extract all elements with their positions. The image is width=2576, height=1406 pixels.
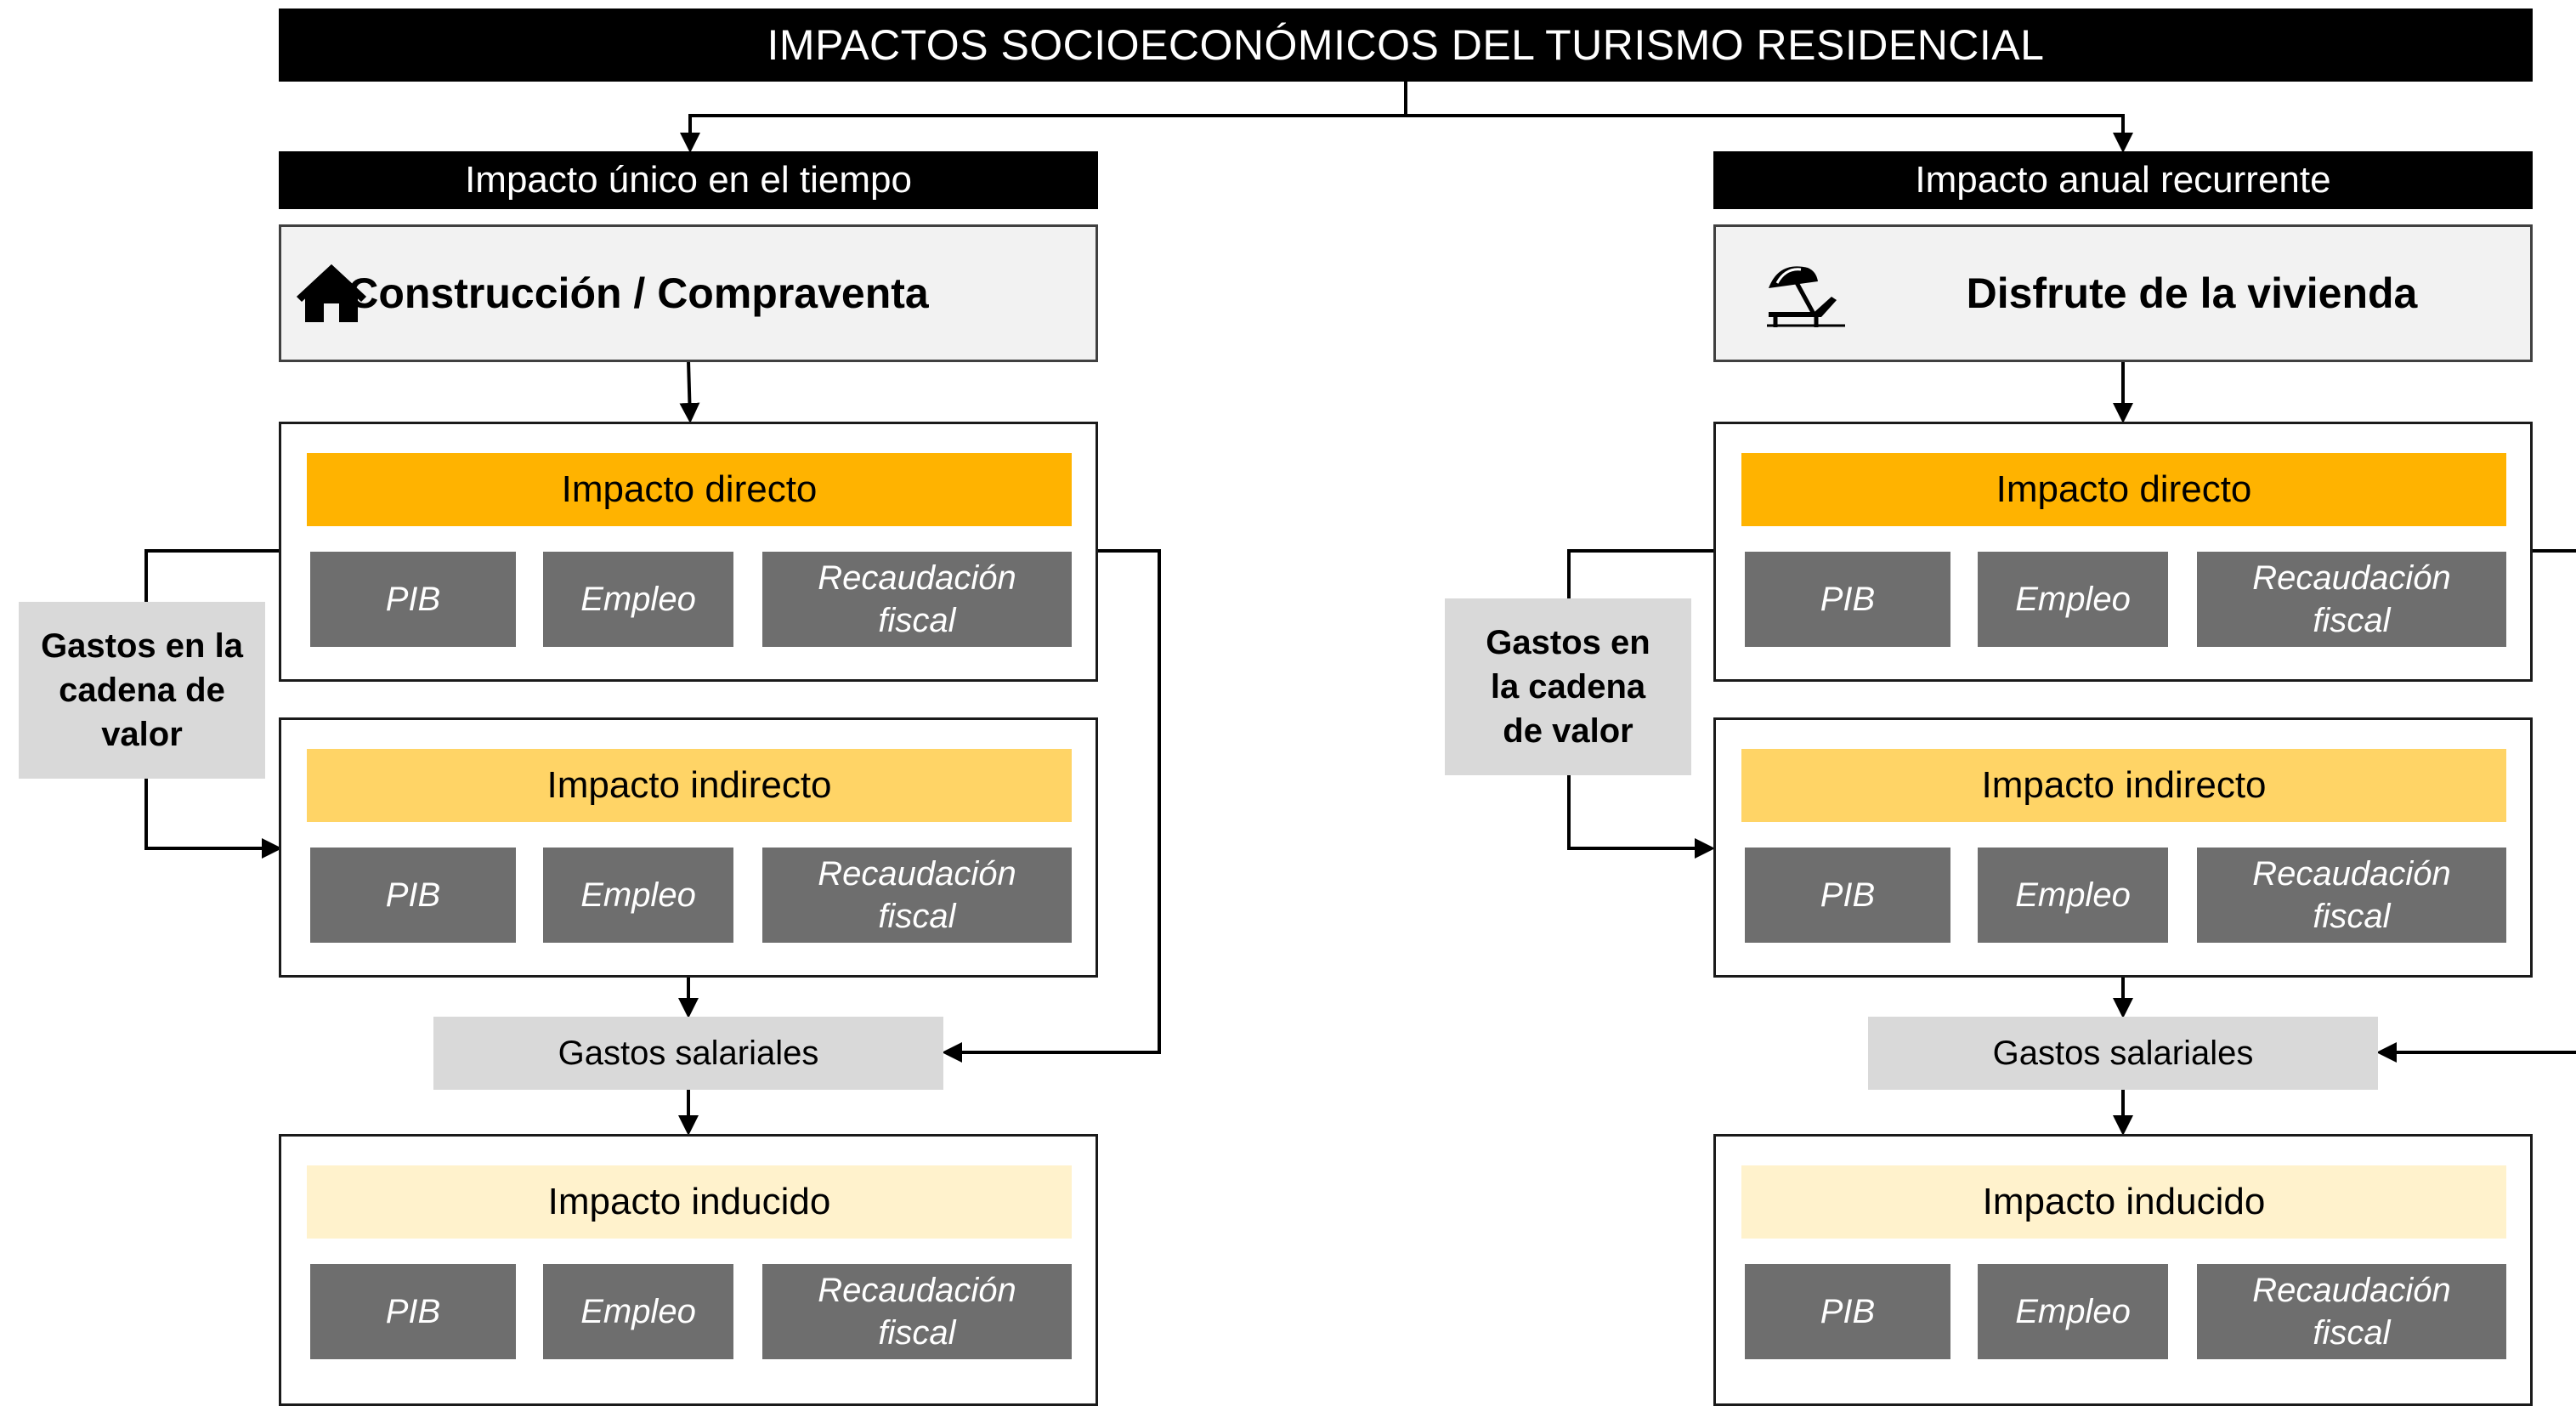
metric-recaudacion-fiscal: Recaudación fiscal	[2197, 552, 2506, 647]
impact-block-indirect-left: Impacto indirecto PIB Empleo Recaudación…	[279, 717, 1098, 978]
loop-direct-to-indirect-left	[144, 549, 284, 602]
arrow-phase-to-direct-left	[679, 360, 700, 423]
phase-box-left: Construcción / Compraventa	[279, 224, 1098, 362]
impact-header-induced-right: Impacto inducido	[1741, 1165, 2506, 1239]
metric-empleo: Empleo	[543, 1264, 733, 1359]
salary-spending-box-right: Gastos salariales	[1868, 1017, 2378, 1090]
diagram-title: IMPACTOS SOCIOECONÓMICOS DEL TURISMO RES…	[279, 9, 2533, 82]
metric-empleo: Empleo	[543, 848, 733, 943]
salary-spending-box-left: Gastos salariales	[433, 1017, 943, 1090]
metric-pib: PIB	[310, 848, 516, 943]
impact-header-indirect-right: Impacto indirecto	[1741, 749, 2506, 822]
column-header-right: Impacto anual recurrente	[1713, 151, 2533, 209]
metric-empleo: Empleo	[1978, 1264, 2168, 1359]
phase-box-right: Disfrute de la vivienda	[1713, 224, 2533, 362]
impact-header-direct-left: Impacto directo	[307, 453, 1072, 526]
loop-direct-to-indirect-right	[1567, 549, 1717, 598]
value-chain-spending-box-right: Gastos en la cadena de valor	[1445, 598, 1691, 775]
metric-pib: PIB	[1745, 552, 1950, 647]
phase-title-left: Construcción / Compraventa	[348, 269, 929, 317]
metric-pib: PIB	[310, 552, 516, 647]
column-header-left: Impacto único en el tiempo	[279, 151, 1098, 209]
impact-block-indirect-right: Impacto indirecto PIB Empleo Recaudación…	[1713, 717, 2533, 978]
title-branch-line-right	[1406, 114, 2133, 153]
metric-recaudacion-fiscal: Recaudación fiscal	[762, 848, 1072, 943]
impact-block-induced-right: Impacto inducido PIB Empleo Recaudación …	[1713, 1134, 2533, 1406]
metric-empleo: Empleo	[1978, 552, 2168, 647]
metric-pib: PIB	[1745, 848, 1950, 943]
metric-recaudacion-fiscal: Recaudación fiscal	[2197, 1264, 2506, 1359]
metric-recaudacion-fiscal: Recaudación fiscal	[2197, 848, 2506, 943]
impact-header-direct-right: Impacto directo	[1741, 453, 2506, 526]
beach-umbrella-lounger-icon	[1764, 259, 1848, 329]
value-chain-spending-box-left: Gastos en la cadena de valor	[19, 602, 265, 779]
impact-block-direct-left: Impacto directo PIB Empleo Recaudación f…	[279, 422, 1098, 682]
loop-direct-to-salary-left	[942, 549, 1161, 1063]
metric-empleo: Empleo	[1978, 848, 2168, 943]
phase-title-right: Disfrute de la vivienda	[1966, 269, 2418, 317]
title-branch-line	[680, 82, 1407, 153]
impact-header-induced-left: Impacto inducido	[307, 1165, 1072, 1239]
metric-recaudacion-fiscal: Recaudación fiscal	[762, 1264, 1072, 1359]
metric-empleo: Empleo	[543, 552, 733, 647]
impact-header-indirect-left: Impacto indirecto	[307, 749, 1072, 822]
house-icon	[293, 261, 370, 326]
impact-block-direct-right: Impacto directo PIB Empleo Recaudación f…	[1713, 422, 2533, 682]
impact-block-induced-left: Impacto inducido PIB Empleo Recaudación …	[279, 1134, 1098, 1406]
loop-cadena-to-indirect-right	[1567, 775, 1715, 859]
metric-pib: PIB	[310, 1264, 516, 1359]
metric-recaudacion-fiscal: Recaudación fiscal	[762, 552, 1072, 647]
metric-pib: PIB	[1745, 1264, 1950, 1359]
loop-cadena-to-indirect-left	[144, 779, 282, 859]
